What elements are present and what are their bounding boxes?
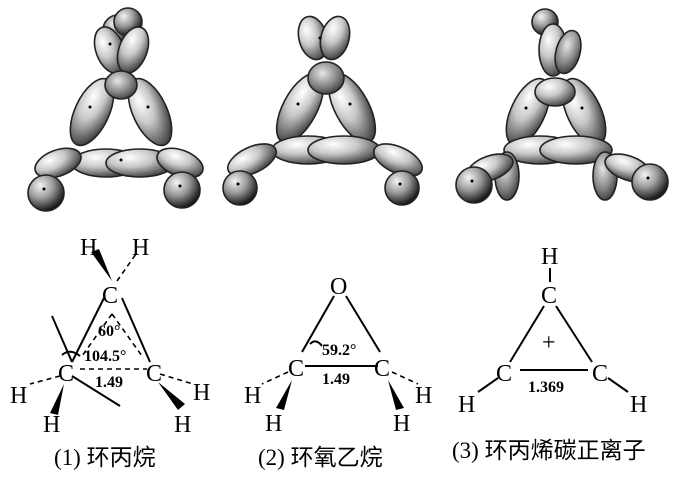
atom-c: C <box>288 356 304 382</box>
atom-h: H <box>393 411 410 437</box>
atom-h: H <box>10 383 27 409</box>
atom-h: H <box>630 392 647 418</box>
atom-h: H <box>244 383 261 409</box>
angle-label: 59.2° <box>322 342 356 359</box>
atom-h: H <box>541 244 558 270</box>
bond-length-label: 1.49 <box>322 371 350 388</box>
orbital-model-cyclopropane <box>27 7 204 212</box>
orbital-model-cyclopropenyl-cation <box>455 8 669 204</box>
atom-c: C <box>592 361 608 387</box>
atom-h: H <box>265 411 282 437</box>
structure-cyclopropane: H H C C C H H H H 60° 104.5° 1.49 (1) 环丙… <box>10 235 210 470</box>
atom-h: H <box>132 235 149 261</box>
atom-h: H <box>174 412 191 438</box>
caption: (1) 环丙烷 <box>54 445 156 470</box>
caption: (2) 环氧乙烷 <box>258 445 383 470</box>
caption: (3) 环丙烯碳正离子 <box>452 438 646 463</box>
atom-o: O <box>330 274 347 300</box>
structure-ethylene-oxide: O C C H H H H 59.2° 1.49 (2) 环氧乙烷 <box>244 274 432 470</box>
atom-h: H <box>43 412 60 438</box>
atom-h: H <box>415 383 432 409</box>
orbital-model-ethylene-oxide <box>222 15 423 206</box>
atom-h: H <box>80 235 97 261</box>
atom-c: C <box>58 361 74 387</box>
atom-h: H <box>458 392 475 418</box>
atom-c: C <box>541 283 557 309</box>
atom-c: C <box>496 361 512 387</box>
angle-label: 104.5° <box>84 348 126 365</box>
angle-label: 60° <box>98 323 120 340</box>
atom-c: C <box>374 356 390 382</box>
atom-c: C <box>102 283 118 309</box>
charge-label: + <box>542 330 556 356</box>
atom-c: C <box>146 361 162 387</box>
atom-h: H <box>193 380 210 406</box>
structure-cyclopropenyl-cation: H C C C H H + 1.369 (3) 环丙烯碳正离子 <box>452 244 647 463</box>
bond-length-label: 1.49 <box>95 374 123 391</box>
bond-length-label: 1.369 <box>528 379 564 396</box>
